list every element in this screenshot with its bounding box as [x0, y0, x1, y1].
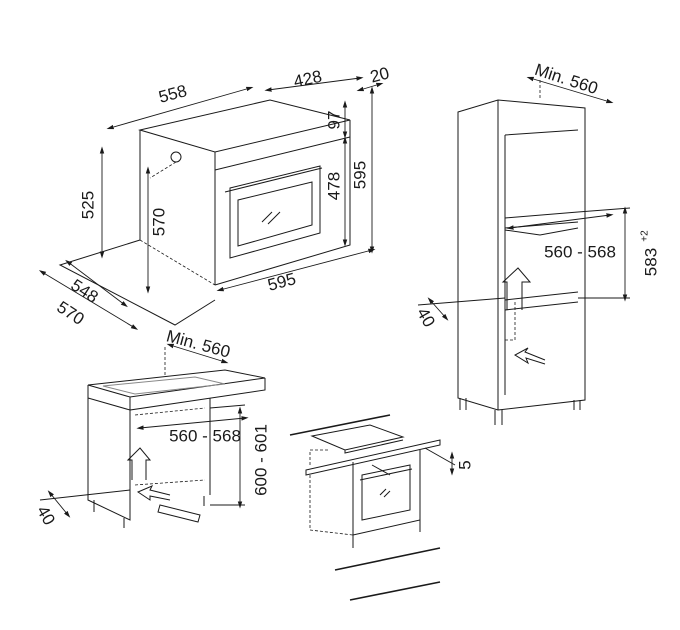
dim-525: 525 [78, 191, 97, 219]
column-niche-height-group: 583 +2 [640, 230, 661, 276]
dim-570-bottom: 570 [53, 297, 87, 328]
column-drawing [457, 99, 586, 425]
column-niche-height-tolerance: +2 [640, 230, 651, 242]
dim-595-height: 595 [350, 161, 369, 189]
undercounter-dimension-lines [39, 343, 249, 518]
oven-dimension-lines [38, 76, 384, 330]
dim-595-width: 595 [266, 269, 298, 295]
column-niche-height: 583 [641, 248, 660, 276]
dim-97: 97 [324, 111, 343, 130]
dim-428: 428 [292, 67, 324, 91]
column-dimension-lines [417, 76, 631, 321]
hob-gap: 5 [455, 460, 474, 469]
dim-478: 478 [324, 172, 343, 200]
oven-drawing [58, 99, 351, 326]
dim-20: 20 [368, 63, 391, 86]
column-min-depth: Min. 560 [532, 60, 600, 98]
dim-570-inner: 570 [149, 208, 168, 236]
hob-oven-drawing [289, 414, 456, 601]
undercounter-niche-height: 600 - 601 [251, 424, 270, 496]
undercounter-niche-width: 560 - 568 [169, 426, 241, 445]
undercounter-vent-gap: 40 [33, 503, 59, 529]
dim-558: 558 [157, 81, 189, 107]
undercounter-drawing [87, 369, 266, 528]
column-niche-width: 560 - 568 [544, 242, 616, 261]
column-vent-gap: 40 [413, 305, 439, 331]
undercounter-min-depth: Min. 560 [164, 326, 232, 361]
